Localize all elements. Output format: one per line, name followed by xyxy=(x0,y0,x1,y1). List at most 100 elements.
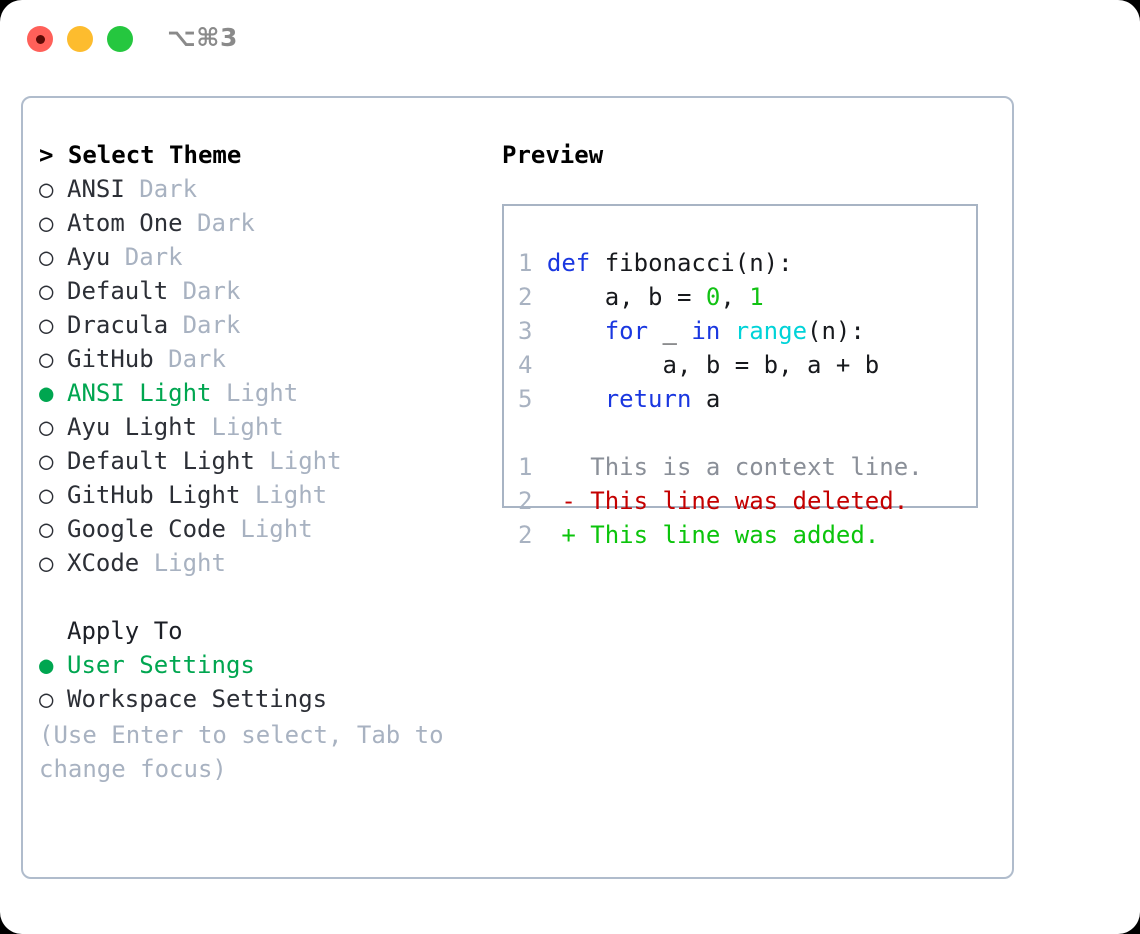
code-token-kw: for xyxy=(604,317,649,345)
theme-item-4[interactable]: ○ Dracula Dark xyxy=(39,308,499,342)
radio-selected-icon: ● xyxy=(39,379,54,407)
radio-unselected-icon: ○ xyxy=(39,447,54,475)
code-line: 2 a, b = 0, 1 xyxy=(518,280,879,314)
code-line: 5 return a xyxy=(518,382,879,416)
theme-item-1[interactable]: ○Atom One Dark xyxy=(39,206,499,240)
diff-line-number: 1 xyxy=(518,453,562,481)
code-token-plain: fibonacci(n): xyxy=(590,249,793,277)
code-token-plain: a, b = b, a + b xyxy=(546,351,880,379)
spacer xyxy=(39,580,499,614)
code-token-plain xyxy=(547,385,605,413)
diff-sample: 1 This is a context line.2 - This line w… xyxy=(518,450,923,552)
preview-title: Preview xyxy=(502,141,604,169)
minimize-window-button[interactable] xyxy=(67,26,93,52)
diff-line-number: 2 xyxy=(518,521,562,549)
theme-item-label: XCode xyxy=(67,549,140,577)
radio-unselected-icon: ○ xyxy=(39,209,54,237)
theme-item-9[interactable]: ○GitHub Light Light xyxy=(39,478,499,512)
radio-unselected-icon: ○ xyxy=(39,685,54,713)
radio-selected-icon: ● xyxy=(39,651,54,679)
code-token-plain: a, b = xyxy=(546,283,706,311)
diff-line: 2 - This line was deleted. xyxy=(518,484,923,518)
window-titlebar: ⌥⌘3 xyxy=(0,0,1140,78)
theme-item-variant: Light xyxy=(254,447,342,475)
apply-to-item-0[interactable]: ● User Settings xyxy=(39,648,499,682)
theme-item-label: GitHub Light xyxy=(67,481,241,509)
theme-item-6[interactable]: ● ANSI Light Light xyxy=(39,376,499,410)
theme-item-variant: Dark xyxy=(168,311,241,339)
theme-item-8[interactable]: ○ Default Light Light xyxy=(39,444,499,478)
theme-picker-prompt: > Select Theme xyxy=(39,141,242,169)
maximize-window-button[interactable] xyxy=(107,26,133,52)
theme-item-variant: Light xyxy=(197,413,284,441)
code-line-number: 5 xyxy=(518,385,547,413)
code-token-plain: (n): xyxy=(807,317,865,345)
radio-unselected-icon: ○ xyxy=(39,515,54,543)
theme-item-label: Ayu xyxy=(67,243,111,271)
theme-picker: > Select Theme ○ANSI Dark○Atom One Dark○… xyxy=(39,138,499,716)
theme-item-variant: Dark xyxy=(124,175,198,203)
diff-line-number: 2 xyxy=(518,487,562,515)
code-line-number: 2 xyxy=(518,283,547,311)
apply-to-indent xyxy=(39,614,67,648)
theme-item-variant: Light xyxy=(211,379,299,407)
theme-item-label: ANSI xyxy=(67,175,125,203)
radio-unselected-icon: ○ xyxy=(39,413,54,441)
theme-list: ○ANSI Dark○Atom One Dark○Ayu Dark○Defaul… xyxy=(39,172,499,580)
radio-unselected-icon: ○ xyxy=(39,243,54,271)
apply-to-item-label: User Settings xyxy=(67,651,255,679)
close-window-button[interactable] xyxy=(27,26,53,52)
preview-pane: Preview 1 def fibonacci(n):2 a, b = 0, 1… xyxy=(502,138,992,549)
code-token-kw: return xyxy=(604,385,692,413)
code-line-number: 4 xyxy=(518,351,547,379)
diff-line-ctx: This is a context line. xyxy=(561,453,923,481)
theme-item-label: Google Code xyxy=(67,515,226,543)
radio-unselected-icon: ○ xyxy=(39,345,54,373)
theme-item-2[interactable]: ○Ayu Dark xyxy=(39,240,499,274)
theme-item-3[interactable]: ○Default Dark xyxy=(39,274,499,308)
radio-unselected-icon: ○ xyxy=(39,311,54,339)
code-line: 3 for _ in range(n): xyxy=(518,314,879,348)
code-token-kw: in xyxy=(691,317,721,345)
diff-line: 1 This is a context line. xyxy=(518,450,923,484)
theme-item-label: ANSI Light xyxy=(67,379,212,407)
code-token-num: 1 xyxy=(749,283,764,311)
content-panel: > Select Theme ○ANSI Dark○Atom One Dark○… xyxy=(21,96,1014,879)
apply-to-label: Apply To xyxy=(39,614,499,648)
diff-line-del: - This line was deleted. xyxy=(561,487,909,515)
theme-item-0[interactable]: ○ ANSI Dark xyxy=(39,172,499,206)
code-line: 4 a, b = b, a + b xyxy=(518,348,879,382)
radio-unselected-icon: ○ xyxy=(39,175,54,203)
code-line: 1 def fibonacci(n): xyxy=(518,246,879,280)
radio-unselected-icon: ○ xyxy=(39,549,54,577)
radio-unselected-icon: ○ xyxy=(39,481,54,509)
keyboard-shortcut-label: ⌥⌘3 xyxy=(167,23,238,52)
radio-unselected-icon: ○ xyxy=(39,277,54,305)
code-token-fn: range xyxy=(734,317,808,345)
apply-to-item-1[interactable]: ○Workspace Settings xyxy=(39,682,499,716)
code-token-plain: , xyxy=(720,283,750,311)
theme-item-10[interactable]: ○ Google Code Light xyxy=(39,512,499,546)
theme-item-label: Ayu Light xyxy=(67,413,198,441)
theme-item-label: Dracula xyxy=(67,311,169,339)
apply-to-list: ● User Settings ○Workspace Settings xyxy=(39,648,499,716)
code-token-num: 0 xyxy=(705,283,721,311)
theme-item-label: Default Light xyxy=(67,447,255,475)
code-token-kw: def xyxy=(546,249,591,277)
theme-item-5[interactable]: ○ GitHub Dark xyxy=(39,342,499,376)
theme-item-variant: Light xyxy=(225,515,313,543)
code-token-plain: _ xyxy=(648,317,692,345)
theme-item-variant: Light xyxy=(139,549,226,577)
theme-item-11[interactable]: ○ XCode Light xyxy=(39,546,499,580)
theme-item-label: GitHub xyxy=(67,345,154,373)
code-token-plain: a xyxy=(691,385,721,413)
code-token-plain xyxy=(547,317,605,345)
code-token-plain xyxy=(720,317,734,345)
theme-item-variant: Dark xyxy=(182,209,255,237)
theme-item-variant: Dark xyxy=(153,345,226,373)
theme-item-7[interactable]: ○ Ayu Light Light xyxy=(39,410,499,444)
theme-item-label: Default xyxy=(67,277,169,305)
